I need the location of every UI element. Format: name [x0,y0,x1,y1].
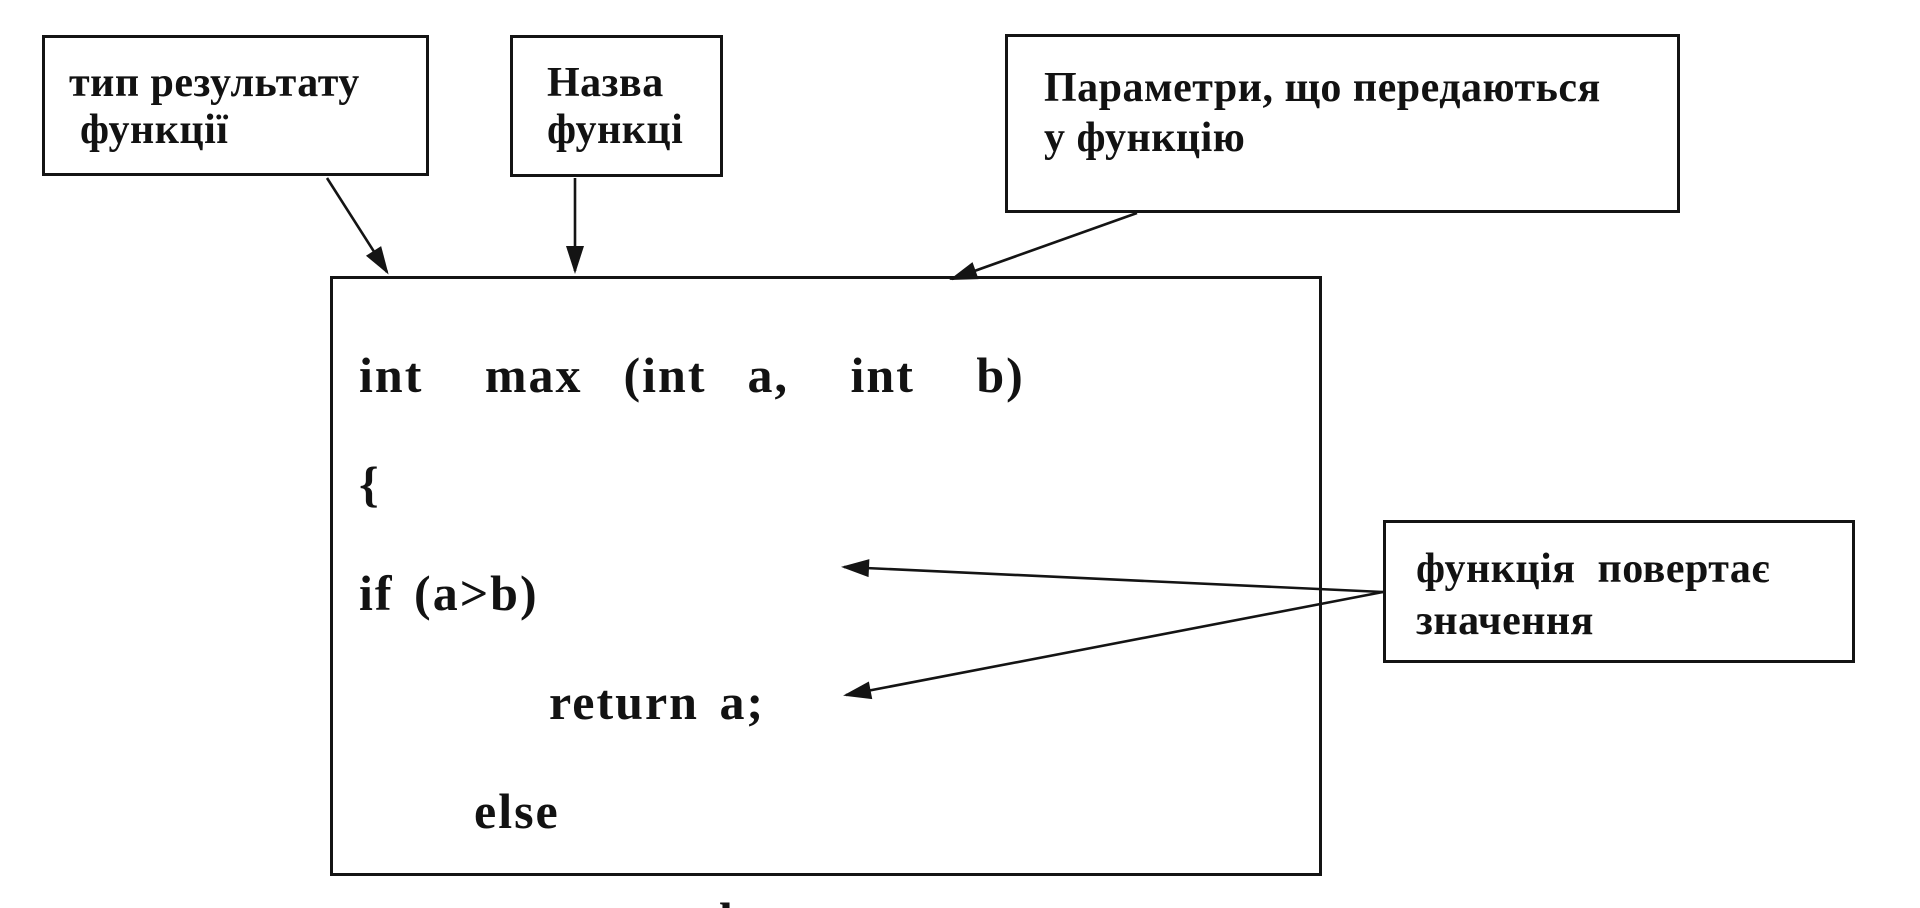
code-line-if-condition: if (a>b) [359,565,539,621]
code-line-return-b: return b; [549,884,1319,908]
callout-function-returns-value: функція повертає значення [1383,520,1855,663]
code-line-signature: int max (int a, int b) [359,347,1025,403]
callout-function-name: Назва функці [510,35,723,177]
code-line-open-brace: { [359,456,381,512]
arrow-result-type-to-code [325,177,389,275]
code-box: int max (int a, int b) { if (a>b) return… [330,276,1322,908]
code-line-else: else [474,783,560,839]
code-line-return-a: return a; [549,674,766,730]
arrow-parameters-to-code [949,211,1138,281]
callout-result-type: тип результату функції [42,35,429,176]
callout-parameters: Параметри, що передаються у функцію [1005,34,1680,213]
